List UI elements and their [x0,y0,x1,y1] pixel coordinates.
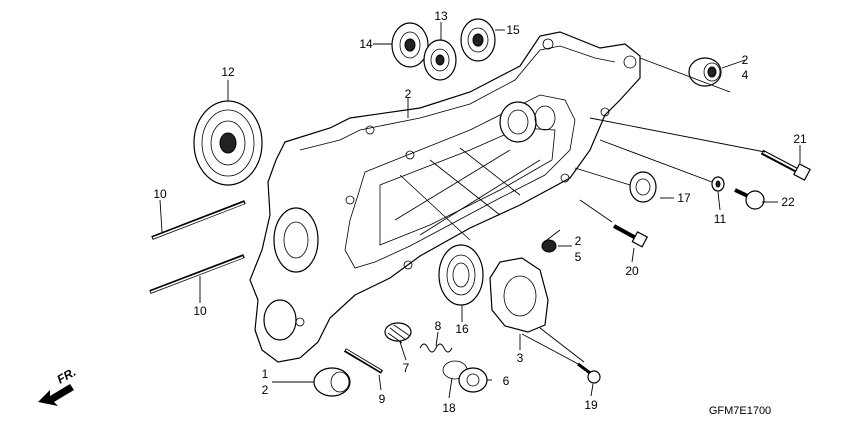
callout-2-dowel: 2 [575,234,582,248]
spring-8 [419,343,453,353]
callout-17: 17 [677,191,691,205]
oil-seal-17 [629,171,657,203]
bolt-21 [760,149,811,181]
callout-10-upper: 10 [153,187,167,201]
bearing-12 [193,100,263,186]
strainer-7 [384,322,412,344]
callout-10-lower: 10 [193,304,207,318]
arrow-left-down-icon [38,384,74,406]
direction-label: FR. [55,365,79,387]
callout-13: 13 [434,9,448,23]
stud-bolt-10-upper [151,200,246,240]
gasket-3 [489,257,549,333]
callout-20: 20 [625,264,639,278]
callout-12: 12 [221,65,235,79]
dowel-1-2 [313,367,351,397]
callout-5: 5 [575,250,582,264]
bearing-14 [391,22,429,68]
bearing-15 [460,18,496,62]
stud-bolt-10-lower [149,254,245,294]
drain-plug-6 [458,367,488,393]
callout-16: 16 [455,322,469,336]
callout-18: 18 [442,401,456,415]
callout-8: 8 [435,319,442,333]
callout-22: 22 [781,195,795,209]
bolt-19 [577,362,601,384]
callout-15: 15 [506,23,520,37]
callout-labels: 12 10 10 14 13 15 2 2 4 21 17 11 22 2 5 … [153,9,807,415]
callout-2-collar: 2 [742,53,749,67]
washer-11 [711,176,725,192]
bearing-13 [423,39,457,81]
oil-seal-16 [438,244,484,306]
callout-9: 9 [379,392,386,406]
callout-11: 11 [714,212,727,226]
bolt-20 [613,224,649,248]
callout-4: 4 [742,68,749,82]
leader-lines [159,22,801,399]
diagram-code: GFM7E1700 [709,405,771,417]
callout-6: 6 [503,374,510,388]
callout-1: 1 [262,367,269,381]
bolt-22 [734,188,765,210]
callout-2-lower: 2 [262,383,269,397]
dowel-collar-2-4 [688,57,722,87]
left-crankcase-cover [249,31,641,363]
front-direction-indicator: FR. [38,365,78,406]
callout-7: 7 [403,361,410,375]
callout-19: 19 [584,398,598,412]
callout-21: 21 [793,132,807,146]
callout-3: 3 [517,351,524,365]
pin-9 [343,348,384,374]
callout-2-case: 2 [405,87,412,101]
dowel-2-5 [541,239,557,253]
callout-14: 14 [359,37,373,51]
